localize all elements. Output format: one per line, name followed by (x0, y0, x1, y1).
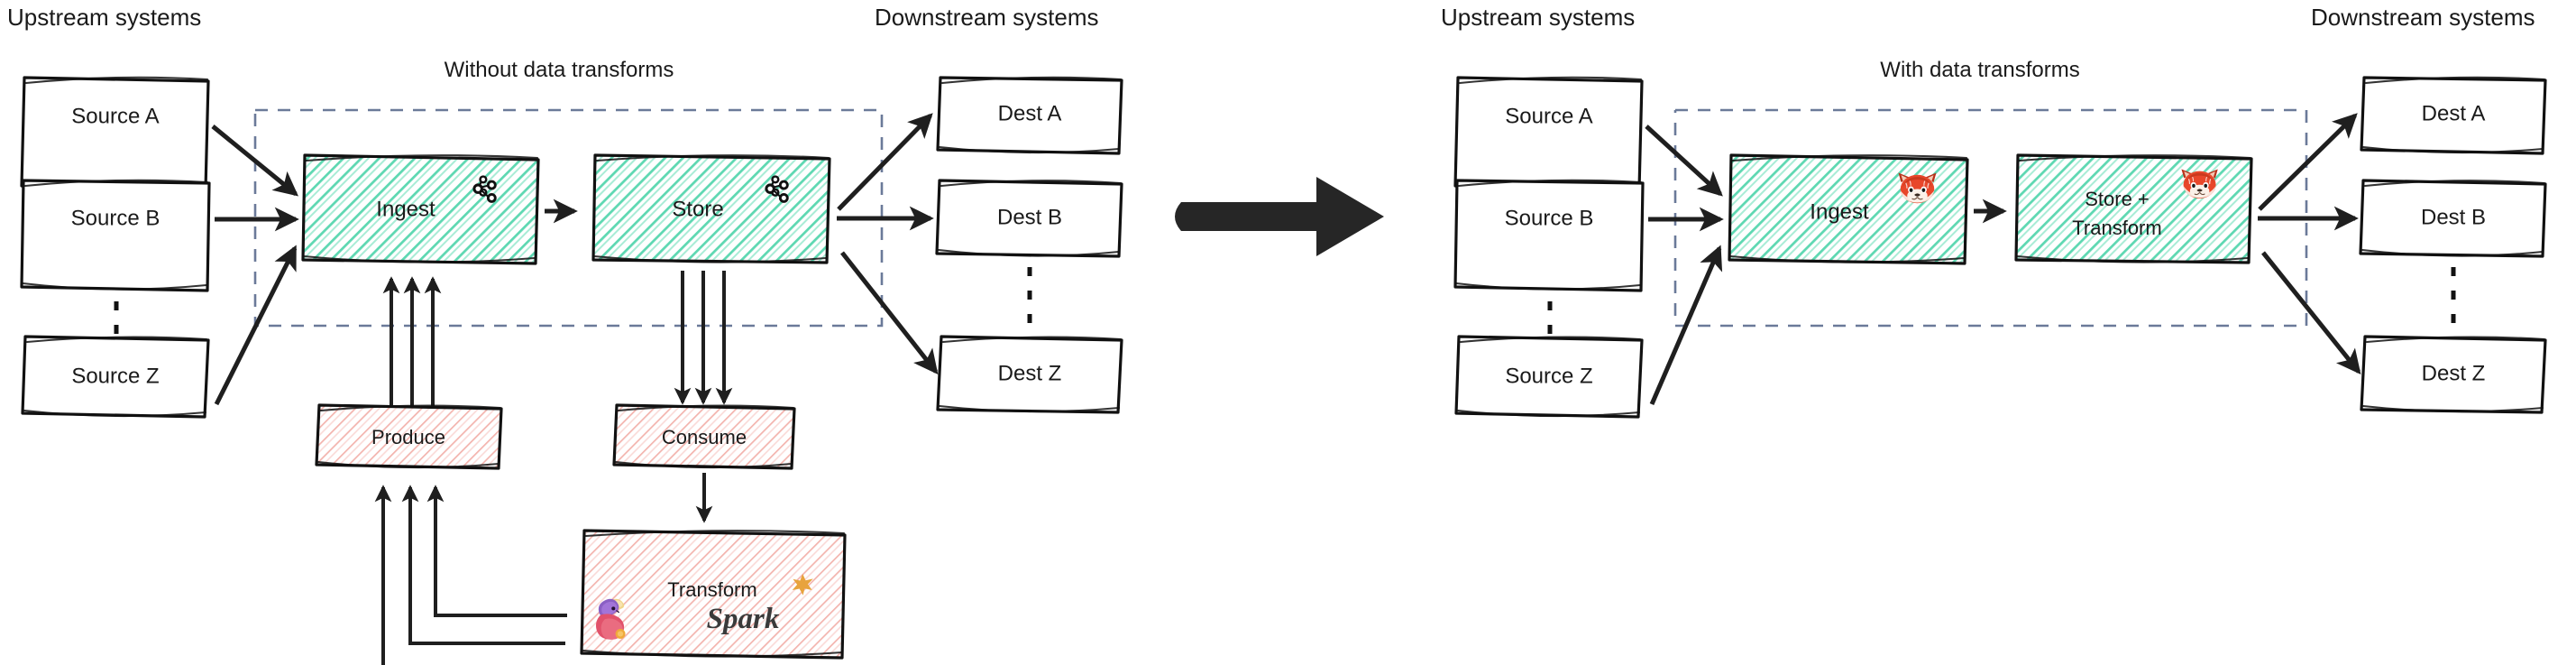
pipeline-boundary-right (1673, 108, 2308, 328)
downstream-systems-label-left: Downstream systems (875, 4, 1099, 31)
pipeline-box-ingest-right[interactable]: Ingest (1728, 153, 1969, 265)
dest-label: Dest B (997, 205, 1062, 229)
arrow-transform-to-produce-3-left (426, 485, 567, 617)
upstream-systems-label-left: Upstream systems (7, 4, 201, 31)
pipeline-box-store-left[interactable]: Store (591, 153, 831, 264)
source-label: Source Z (71, 364, 159, 388)
arrow-transform-to-produce-1-left (374, 485, 392, 665)
pipeline-boundary-left (253, 108, 884, 328)
produce-label: Produce (371, 426, 445, 448)
consume-label: Consume (662, 426, 747, 448)
source-label: Source B (1505, 206, 1594, 230)
spark-icon: Spark (707, 574, 813, 635)
pipeline-box-label: Ingest (376, 197, 435, 221)
arrow-store-to-dest-z-left (840, 251, 939, 375)
dest-box-b-right[interactable]: Dest B (2359, 179, 2547, 258)
source-box-z-left[interactable]: Source Z (21, 335, 210, 419)
arrow-store-to-dest-a-left (837, 113, 933, 211)
source-box-a-left[interactable]: Source A (20, 76, 210, 191)
arrow-source-z-to-ingest-right (1649, 245, 1723, 405)
arrow-source-z-to-ingest-left (214, 245, 298, 406)
produce-box-left[interactable]: Produce (315, 403, 503, 470)
consume-box-left[interactable]: Consume (612, 403, 796, 470)
source-label: Source B (71, 206, 160, 230)
big-right-arrow (1175, 177, 1384, 256)
upstream-systems-label-right: Upstream systems (1441, 4, 1635, 31)
arrow-store-to-dest-a-right (2258, 113, 2358, 211)
pipeline-box-store-transform-right[interactable]: Store + Transform (2014, 153, 2253, 264)
source-label: Source Z (1505, 364, 1592, 388)
dest-box-b-left[interactable]: Dest B (935, 179, 1123, 258)
arrow-source-a-to-ingest-right (1645, 125, 1723, 197)
pipeline-box-label: Store + (2085, 188, 2150, 210)
dest-label: Dest A (998, 101, 1062, 125)
dest-box-a-left[interactable]: Dest A (936, 76, 1123, 155)
panel-title-left: Without data transforms (445, 58, 674, 82)
dest-label: Dest Z (2422, 361, 2486, 385)
source-box-z-right[interactable]: Source Z (1454, 335, 1644, 419)
pipeline-box-ingest-left[interactable]: Ingest (301, 153, 540, 265)
transform-label: Transform (667, 578, 756, 601)
source-box-b-right[interactable]: Source B (1453, 179, 1645, 292)
source-label: Source A (71, 104, 159, 128)
source-label: Source A (1505, 104, 1592, 128)
downstream-systems-label-right: Downstream systems (2311, 4, 2535, 31)
pipeline-box-label-line2: Transform (2072, 217, 2161, 239)
spark-wordmark: Spark (707, 603, 780, 635)
transform-box-left[interactable]: Transform Spark (580, 529, 847, 660)
panel-title-right: With data transforms (1880, 58, 2079, 82)
dest-box-z-left[interactable]: Dest Z (936, 335, 1123, 414)
arrow-source-a-to-ingest-left (211, 125, 299, 197)
dest-box-a-right[interactable]: Dest A (2360, 76, 2547, 155)
dest-box-z-right[interactable]: Dest Z (2360, 335, 2547, 414)
panel-without-transforms: Upstream systems Downstream systems With… (7, 4, 1123, 665)
pipeline-box-label: Ingest (1810, 199, 1869, 224)
source-box-a-right[interactable]: Source A (1453, 76, 1644, 191)
source-box-b-left[interactable]: Source B (20, 179, 211, 292)
dest-label: Dest B (2421, 205, 2486, 229)
arrow-store-to-dest-z-right (2261, 251, 2361, 375)
panel-with-transforms: Upstream systems Downstream systems With… (1441, 4, 2547, 419)
arrow-transform-to-produce-2-left (401, 485, 565, 645)
dest-label: Dest Z (998, 361, 1062, 385)
pipeline-box-label: Store (672, 197, 723, 221)
dest-label: Dest A (2422, 101, 2486, 125)
